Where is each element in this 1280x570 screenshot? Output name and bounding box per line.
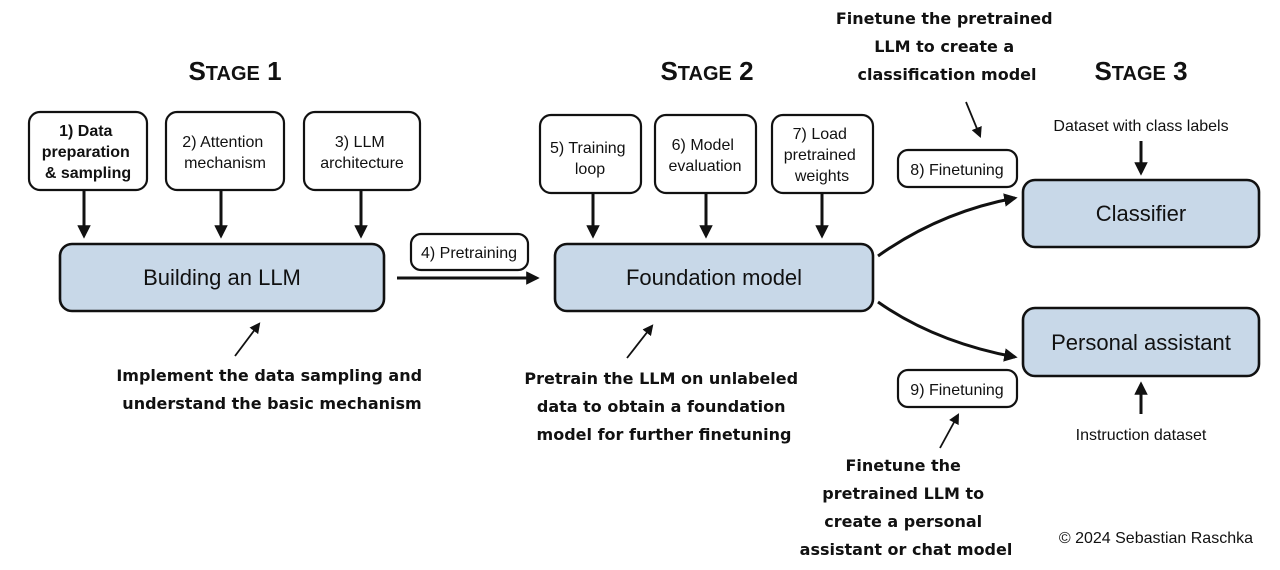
svg-text:9) Finetuning: 9) Finetuning <box>910 382 1003 399</box>
stage2-note-pointer <box>626 324 654 359</box>
class-labels-dataset-label: Dataset with class labels <box>1053 118 1228 135</box>
classification-note: Finetune the pretrained LLM to create a … <box>836 9 1058 84</box>
svg-text:Personal assistant: Personal assistant <box>1051 330 1231 355</box>
assistant-note: Finetune the pretrained LLM to create a … <box>800 456 1013 559</box>
building-llm-box: Building an LLM <box>58 242 386 313</box>
stage-3-heading: STAGE 3 <box>1094 56 1187 86</box>
step-3-box: 3) LLM architecture <box>302 110 422 192</box>
step-5-box: 5) Training loop <box>538 113 643 195</box>
svg-text:7) Load pretrained: 7) Load pretrained weights <box>784 126 861 185</box>
svg-text:8) Finetuning: 8) Finetuning <box>910 162 1003 179</box>
step-4-box: 4) Pretraining <box>409 232 530 272</box>
step-9-box: 9) Finetuning <box>896 368 1019 409</box>
stage1-note-pointer <box>234 322 261 357</box>
step-8-box: 8) Finetuning <box>896 148 1019 189</box>
stage-2-note: Pretrain the LLM on unlabeled data to ob… <box>524 369 803 444</box>
step-6-box: 6) Model evaluation <box>653 113 758 195</box>
arrow-to-classifier <box>877 193 1018 258</box>
svg-text:3) LLM architecture: 3) LLM architecture <box>320 134 404 172</box>
step-7-box: 7) Load pretrained weights <box>770 113 875 195</box>
instruction-dataset-label: Instruction dataset <box>1076 427 1207 444</box>
svg-text:4) Pretraining: 4) Pretraining <box>421 245 517 262</box>
step-1-box: 1) Data preparation & sampling <box>27 110 149 192</box>
classifier-box: Classifier <box>1021 178 1261 249</box>
step-2-box: 2) Attention mechanism <box>164 110 286 192</box>
svg-text:Building an LLM: Building an LLM <box>143 265 301 290</box>
foundation-model-box: Foundation model <box>553 242 875 313</box>
copyright-notice: © 2024 Sebastian Raschka <box>1059 530 1253 547</box>
svg-text:Foundation model: Foundation model <box>626 265 802 290</box>
classification-note-pointer <box>965 101 982 138</box>
svg-text:5) Training loop: 5) Training loop <box>550 140 630 178</box>
svg-text:2) Attention mechanism: 2) Attention mechanism <box>182 134 267 172</box>
svg-text:6) Model evaluation: 6) Model evaluation <box>669 137 742 175</box>
svg-text:Classifier: Classifier <box>1096 201 1186 226</box>
assistant-note-pointer <box>939 413 960 449</box>
arrow-to-assistant <box>877 300 1018 362</box>
personal-assistant-box: Personal assistant <box>1021 306 1261 378</box>
stage-1-heading: STAGE 1 <box>188 56 281 86</box>
stage-1-note: Implement the data sampling and understa… <box>116 366 427 413</box>
stage-2-heading: STAGE 2 <box>660 56 753 86</box>
svg-text:1) Data preparation: 1) Data preparation & sampling <box>42 123 134 182</box>
